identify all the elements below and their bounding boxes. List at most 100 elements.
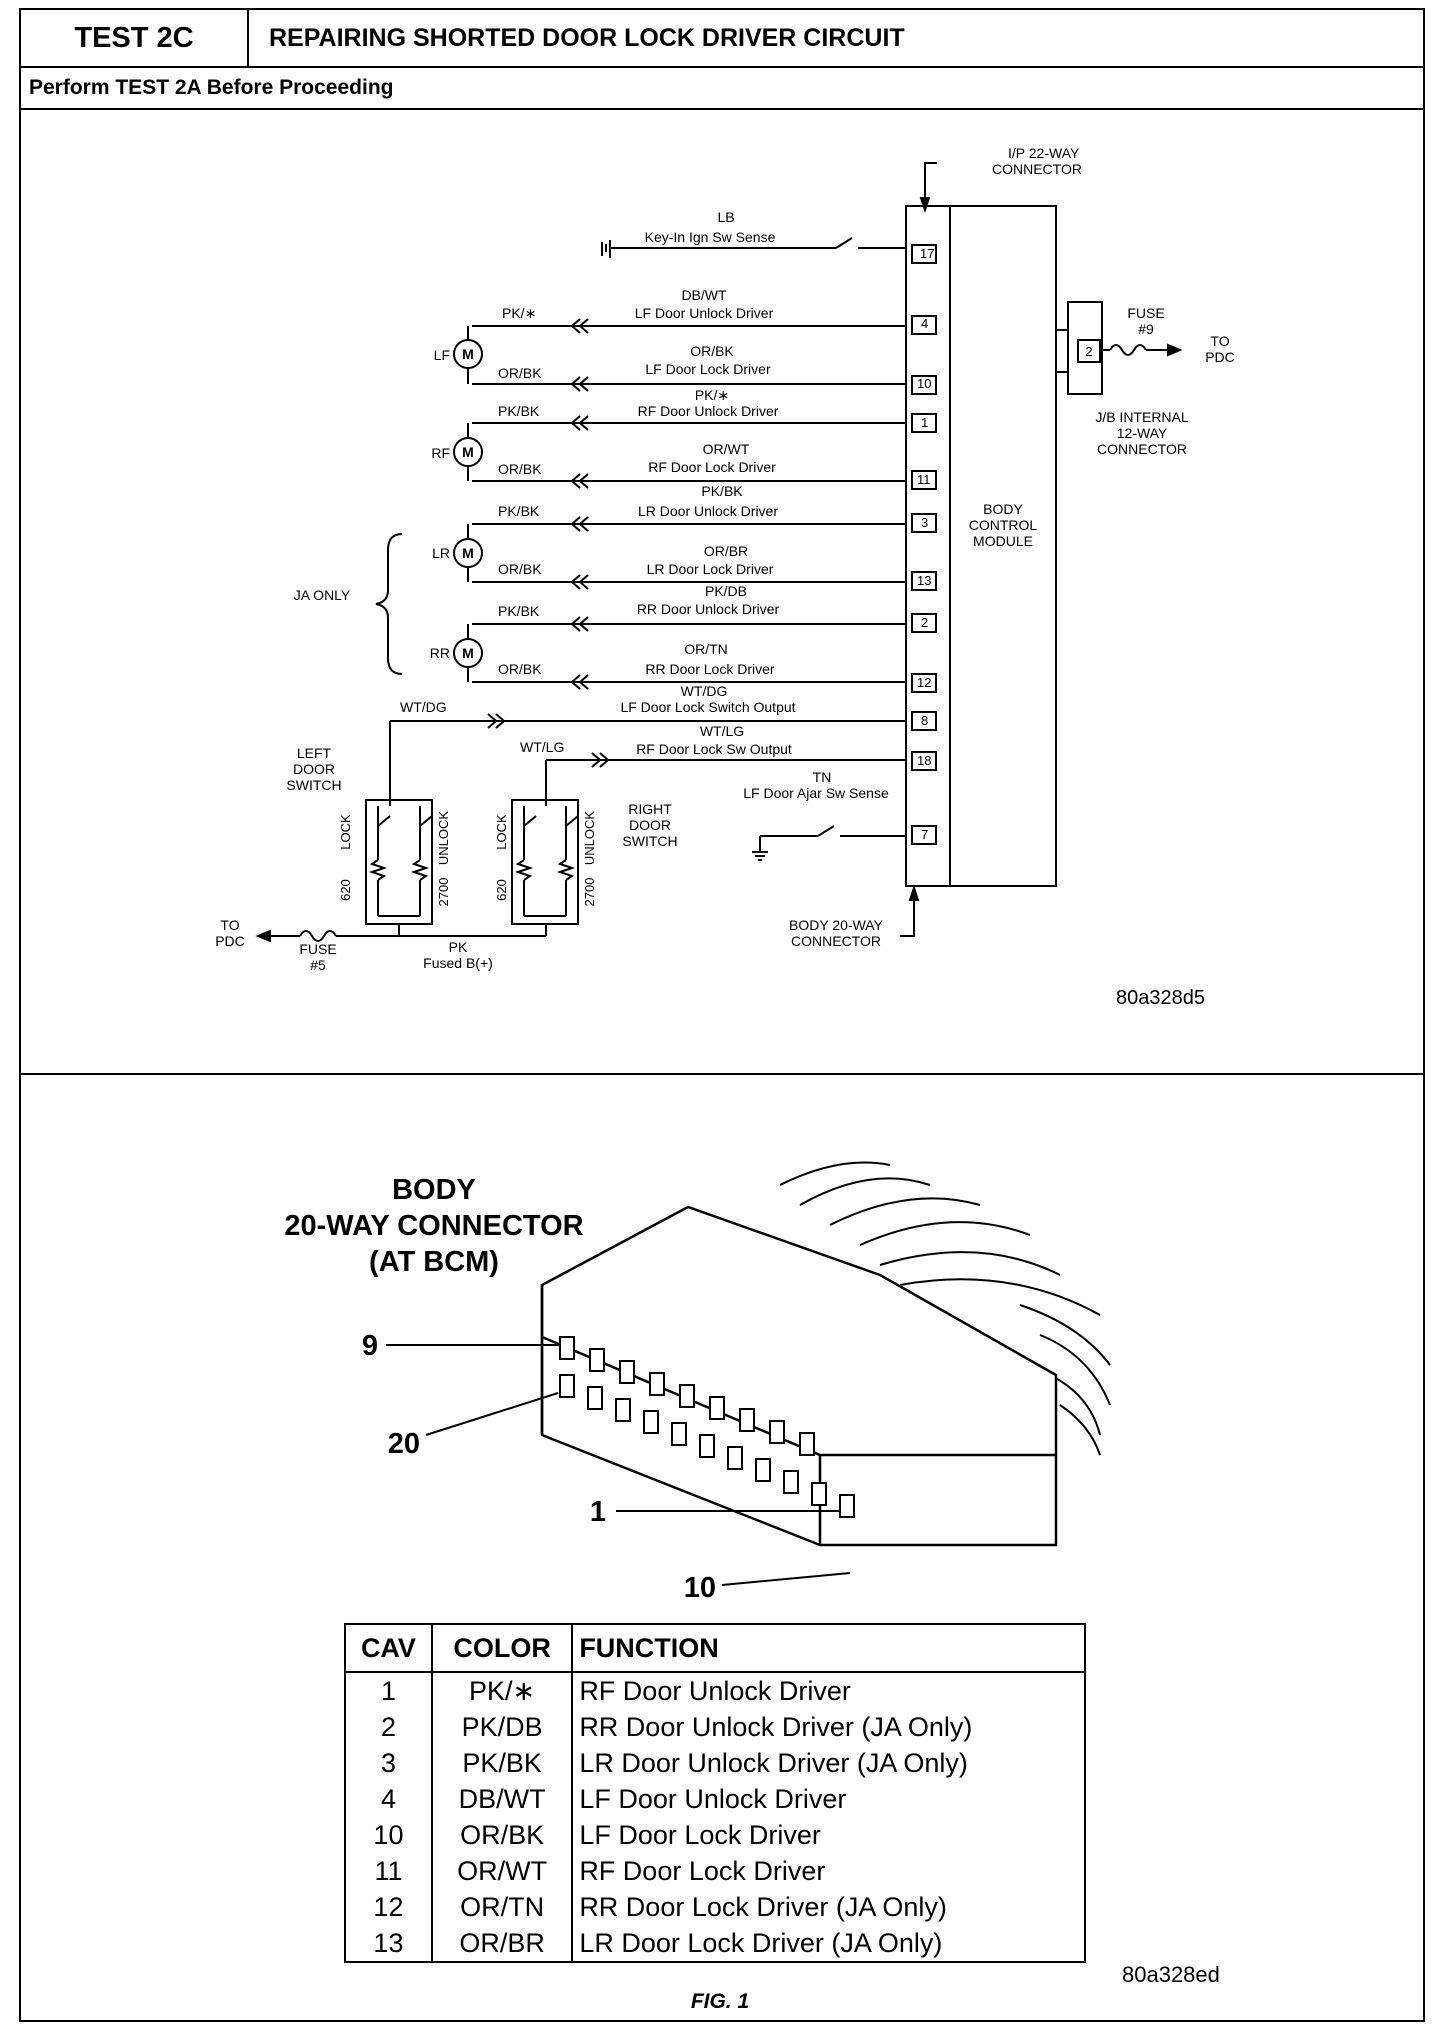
table-header-row: CAV COLOR FUNCTION (345, 1624, 1085, 1673)
pin-7: 7 (921, 827, 928, 842)
pin-4: 4 (921, 316, 928, 331)
right-r2-label: 2700 (582, 878, 597, 907)
circuit-4-func: LF Door Unlock Driver (635, 305, 774, 321)
cell-function: RF Door Lock Driver (579, 1856, 826, 1886)
page-frame: TEST 2C REPAIRING SHORTED DOOR LOCK DRIV… (19, 8, 1425, 2022)
left-r2-label: 2700 (436, 878, 451, 907)
bcm-label-1: BODY (983, 501, 1023, 517)
left-unlock-label: UNLOCK (436, 811, 451, 866)
col-function: FUNCTION (572, 1624, 1085, 1673)
schematic-ref: 80a328d5 (1116, 987, 1205, 1009)
pin-18: 18 (917, 753, 931, 768)
connector-cavity (619, 1360, 635, 1384)
pin-callout-1: 1 (590, 1496, 606, 1528)
figure-label: FIG. 1 (690, 1990, 750, 2013)
cell-color: PK/∗ (431, 1672, 574, 1709)
right-r1-label: 620 (494, 879, 509, 901)
cell-cav: 11 (345, 1853, 433, 1889)
rf-switch-out-wire: WT/LG (520, 739, 564, 755)
motor-rf: M (462, 444, 474, 460)
circuit-10-func: LF Door Lock Driver (645, 361, 771, 377)
connector-cavity (755, 1458, 771, 1482)
rf-lock-wire: OR/BK (498, 461, 542, 477)
motor-rf-label: RF (431, 445, 450, 461)
cell-color: PK/DB (431, 1709, 574, 1745)
body-connector-label-1: BODY 20-WAY (789, 917, 884, 933)
header-row: TEST 2C REPAIRING SHORTED DOOR LOCK DRIV… (21, 10, 1423, 68)
col-cav: CAV (345, 1624, 433, 1673)
pin-callout-9: 9 (362, 1330, 378, 1362)
connector-title-3: (AT BCM) (369, 1246, 499, 1278)
connector-cavity (671, 1422, 687, 1446)
cell-cav: 2 (345, 1709, 433, 1745)
to-pdc-right-2: PDC (1205, 349, 1235, 365)
cell-function: RR Door Lock Driver (JA Only) (579, 1892, 947, 1922)
pk-wire-label: PK (449, 939, 468, 955)
motor-lf: M (462, 346, 474, 362)
cell-function: LR Door Unlock Driver (JA Only) (579, 1748, 968, 1778)
cell-cav: 10 (345, 1817, 433, 1853)
wire-color-3: PK/BK (701, 483, 743, 499)
rr-lock-wire: OR/BK (498, 661, 542, 677)
test-id: TEST 2C (21, 10, 249, 66)
connector-cavity (559, 1374, 575, 1398)
circuit-18-func: RF Door Lock Sw Output (636, 741, 792, 757)
connector-cavity (799, 1432, 815, 1456)
wire-color-17: LB (717, 209, 734, 225)
pin-13: 13 (917, 573, 931, 588)
wire-color-13: OR/BR (704, 543, 748, 559)
connector-cavity (559, 1336, 575, 1360)
prerequisite-note: Perform TEST 2A Before Proceeding (21, 68, 1423, 110)
lf-unlock-wire: PK/∗ (502, 305, 536, 321)
connector-cavity (727, 1446, 743, 1470)
connector-cavity (649, 1372, 665, 1396)
connector-cavity (839, 1494, 855, 1518)
cell-cav: 12 (345, 1889, 433, 1925)
circuit-1-func: RF Door Unlock Driver (638, 403, 779, 419)
jb-cav-2: 2 (1085, 344, 1092, 359)
pin-1: 1 (921, 415, 928, 430)
pin-12: 12 (917, 675, 931, 690)
motor-lr: M (462, 545, 474, 561)
pin-callout-20: 20 (388, 1428, 420, 1460)
wire-color-7: TN (813, 769, 832, 785)
motor-rr-label: RR (430, 645, 450, 661)
motor-lf-label: LF (434, 347, 450, 363)
cell-cav: 13 (345, 1925, 433, 1962)
pin-2: 2 (921, 615, 928, 630)
right-switch-label-3: SWITCH (622, 833, 677, 849)
lf-switch-out-wire: WT/DG (400, 699, 447, 715)
pin-3: 3 (921, 515, 928, 530)
connector-cavity (679, 1384, 695, 1408)
connector-strip (905, 205, 951, 887)
right-unlock-label: UNLOCK (582, 811, 597, 866)
motor-rr: M (462, 645, 474, 661)
page-title: REPAIRING SHORTED DOOR LOCK DRIVER CIRCU… (269, 23, 905, 52)
connector-cavity (783, 1470, 799, 1494)
wiring-schematic: I/P 22-WAY CONNECTOR 17 4 10 1 11 3 13 2… (215, 145, 1235, 1009)
cell-color: OR/BR (431, 1925, 574, 1962)
lr-lock-wire: OR/BK (498, 561, 542, 577)
wire-color-4: DB/WT (681, 287, 727, 303)
table-row: 3 PK/BK LR Door Unlock Driver (JA Only) (345, 1745, 1085, 1781)
connector-cavity (643, 1410, 659, 1434)
left-switch-label-3: SWITCH (286, 777, 341, 793)
cell-color: DB/WT (431, 1781, 574, 1817)
wire-color-11: OR/WT (703, 441, 750, 457)
circuit-3-func: LR Door Unlock Driver (638, 503, 778, 519)
cell-function: LF Door Lock Driver (579, 1820, 821, 1850)
cell-function: RR Door Unlock Driver (JA Only) (579, 1712, 973, 1742)
table-row: 11 OR/WT RF Door Lock Driver (345, 1853, 1085, 1889)
table-row: 1 PK/∗ RF Door Unlock Driver (345, 1672, 1085, 1709)
jb-connector-label-2: 12-WAY (1117, 425, 1168, 441)
connector-cavity (709, 1396, 725, 1420)
connector-cavity (699, 1434, 715, 1458)
cell-cav: 3 (345, 1745, 433, 1781)
lf-lock-wire: OR/BK (498, 365, 542, 381)
left-r1-label: 620 (338, 879, 353, 901)
left-switch-label-1: LEFT (297, 745, 332, 761)
right-switch-label-1: RIGHT (628, 801, 672, 817)
circuit-17-func: Key-In Ign Sw Sense (645, 229, 776, 245)
connector-cavity (811, 1482, 827, 1506)
cell-function: LR Door Lock Driver (JA Only) (579, 1928, 943, 1958)
